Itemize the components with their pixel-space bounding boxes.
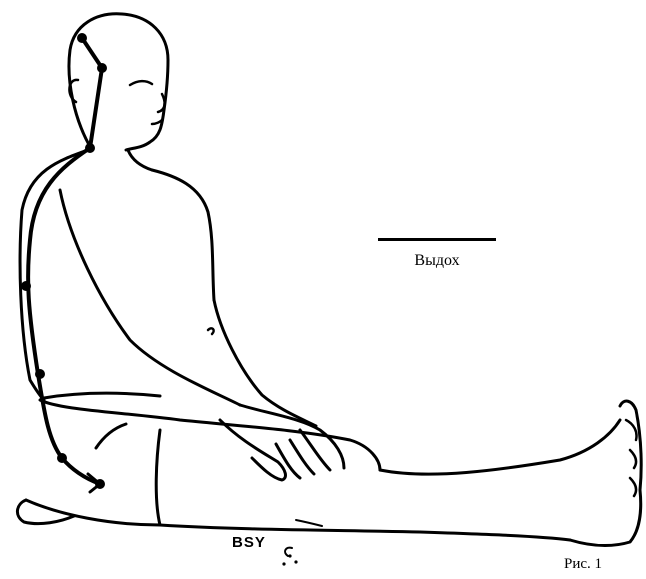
artist-signature: BSY [232,534,266,551]
leg-lower-line [160,525,570,540]
eye [130,81,152,85]
shoulder-chest [152,170,214,300]
channel-point-4 [21,281,31,291]
knee [156,430,160,525]
channel-line-neck [90,68,102,148]
channel-point-2 [97,63,107,73]
belly [44,393,160,398]
hip-curve [96,424,126,448]
exhale-legend-label: Выдох [378,252,496,270]
thigh-top [40,400,380,470]
channel-point-3 [85,143,95,153]
hand-right [240,405,344,478]
foot-under [17,500,74,524]
channel-point-6 [57,453,67,463]
channel-line-head [82,38,102,68]
channel-line-back [28,148,100,484]
signature-dot [282,562,285,565]
shin-crease [296,520,322,526]
toes [626,420,637,496]
arm-inner [214,300,316,426]
figure-caption: Рис. 1 [520,556,646,573]
channel-point-5 [35,369,45,379]
navel [208,328,214,334]
channel-point-1 [77,33,87,43]
back-outline [20,150,88,400]
signature-dot [294,560,297,563]
leg-upper-line [380,420,620,474]
thigh-bottom [26,500,160,525]
channel-point-7 [95,479,105,489]
neck-front [128,150,152,170]
exhale-legend-line [378,238,496,241]
nose [158,94,165,112]
